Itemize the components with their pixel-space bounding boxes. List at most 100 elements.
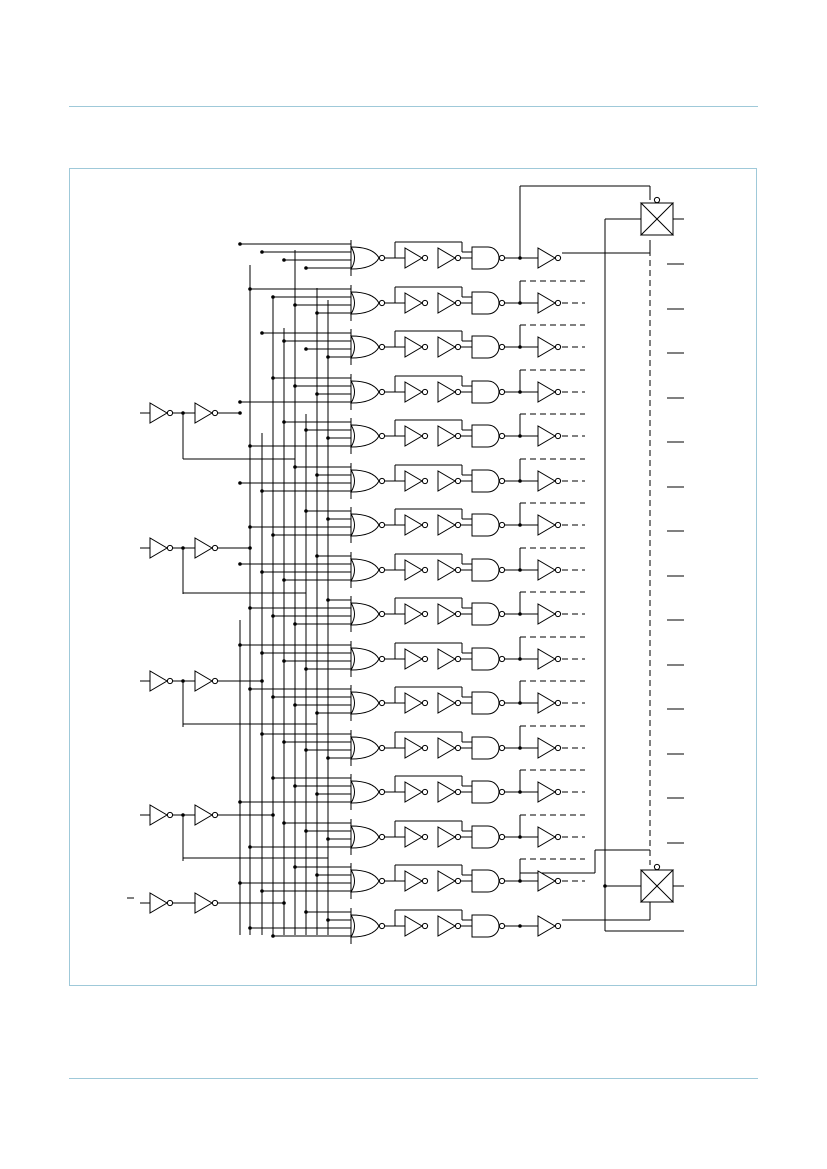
- output-driver: [538, 649, 555, 669]
- junction-dot: [238, 800, 242, 804]
- inversion-bubble: [212, 545, 217, 550]
- junction-dot: [271, 295, 275, 299]
- output-driver: [538, 916, 555, 936]
- inversion-bubble: [555, 255, 560, 260]
- input-buffer: [195, 538, 212, 558]
- junction-dot: [282, 339, 286, 343]
- inversion-bubble: [422, 344, 427, 349]
- input-inverter: [150, 671, 167, 691]
- junction-dot: [518, 612, 522, 616]
- junction-dot: [326, 436, 330, 440]
- junction-dot: [293, 303, 297, 307]
- junction-dot: [260, 679, 264, 683]
- inversion-bubble: [455, 522, 460, 527]
- junction-dot: [603, 884, 607, 888]
- inversion-bubble: [379, 255, 384, 260]
- junction-dot: [315, 554, 319, 558]
- stage-inverter: [405, 604, 422, 624]
- nor-gate: [351, 870, 379, 892]
- output-driver: [538, 337, 555, 357]
- junction-dot: [238, 411, 242, 415]
- footer-rule: [69, 1078, 758, 1079]
- nor-gate: [351, 648, 379, 670]
- nand-gate: [472, 692, 499, 714]
- inversion-bubble: [379, 878, 384, 883]
- nor-gate: [351, 603, 379, 625]
- inversion-bubble: [379, 433, 384, 438]
- inversion-bubble: [455, 745, 460, 750]
- inversion-bubble: [422, 700, 427, 705]
- stage-inverter: [438, 916, 455, 936]
- inversion-bubble: [422, 656, 427, 661]
- nand-gate: [472, 470, 499, 492]
- inversion-bubble: [379, 656, 384, 661]
- nand-gate: [472, 915, 499, 937]
- nand-gate: [472, 381, 499, 403]
- junction-dot: [238, 562, 242, 566]
- junction-dot: [248, 606, 252, 610]
- junction-dot: [315, 873, 319, 877]
- inversion-bubble: [455, 255, 460, 260]
- junction-dot: [518, 256, 522, 260]
- junction-dot: [518, 523, 522, 527]
- inversion-bubble: [555, 522, 560, 527]
- inversion-bubble: [555, 344, 560, 349]
- junction-dot: [315, 392, 319, 396]
- junction-dot: [248, 444, 252, 448]
- inversion-bubble: [379, 478, 384, 483]
- nor-gate: [351, 381, 379, 403]
- inversion-bubble: [212, 812, 217, 817]
- junction-dot: [304, 829, 308, 833]
- inversion-bubble: [555, 923, 560, 928]
- junction-dot: [518, 301, 522, 305]
- junction-dot: [260, 489, 264, 493]
- output-driver: [538, 293, 555, 313]
- inversion-bubble: [499, 522, 504, 527]
- stage-inverter: [438, 248, 455, 268]
- inversion-bubble: [422, 522, 427, 527]
- inversion-bubble: [499, 433, 504, 438]
- inversion-bubble: [455, 611, 460, 616]
- junction-dot: [518, 790, 522, 794]
- junction-dot: [248, 525, 252, 529]
- inversion-bubble: [455, 834, 460, 839]
- inversion-bubble: [499, 834, 504, 839]
- nand-gate: [472, 514, 499, 536]
- junction-dot: [181, 679, 185, 683]
- junction-dot: [248, 546, 252, 550]
- stage-inverter: [438, 827, 455, 847]
- stage-inverter: [438, 604, 455, 624]
- junction-dot: [304, 266, 308, 270]
- output-driver: [538, 827, 555, 847]
- inversion-bubble: [422, 745, 427, 750]
- inversion-bubble: [499, 878, 504, 883]
- inversion-bubble: [555, 611, 560, 616]
- nor-gate: [351, 292, 379, 314]
- stage-inverter: [405, 426, 422, 446]
- stage-inverter: [438, 382, 455, 402]
- nor-gate: [351, 336, 379, 358]
- junction-dot: [260, 570, 264, 574]
- junction-dot: [271, 934, 275, 938]
- output-driver: [538, 693, 555, 713]
- junction-dot: [260, 732, 264, 736]
- junction-dot: [315, 792, 319, 796]
- junction-dot: [518, 701, 522, 705]
- input-inverter: [150, 805, 167, 825]
- inversion-bubble: [499, 300, 504, 305]
- inversion-bubble: [379, 344, 384, 349]
- junction-dot: [271, 614, 275, 618]
- inversion-bubble: [379, 300, 384, 305]
- junction-dot: [304, 347, 308, 351]
- inversion-bubble: [379, 567, 384, 572]
- junction-dot: [326, 918, 330, 922]
- inversion-bubble: [422, 789, 427, 794]
- junction-dot: [282, 821, 286, 825]
- stage-inverter: [438, 337, 455, 357]
- nor-gate: [351, 247, 379, 269]
- stage-inverter: [438, 871, 455, 891]
- junction-dot: [181, 411, 185, 415]
- inversion-bubble: [167, 812, 172, 817]
- input-inverter: [150, 893, 167, 913]
- inversion-bubble: [455, 389, 460, 394]
